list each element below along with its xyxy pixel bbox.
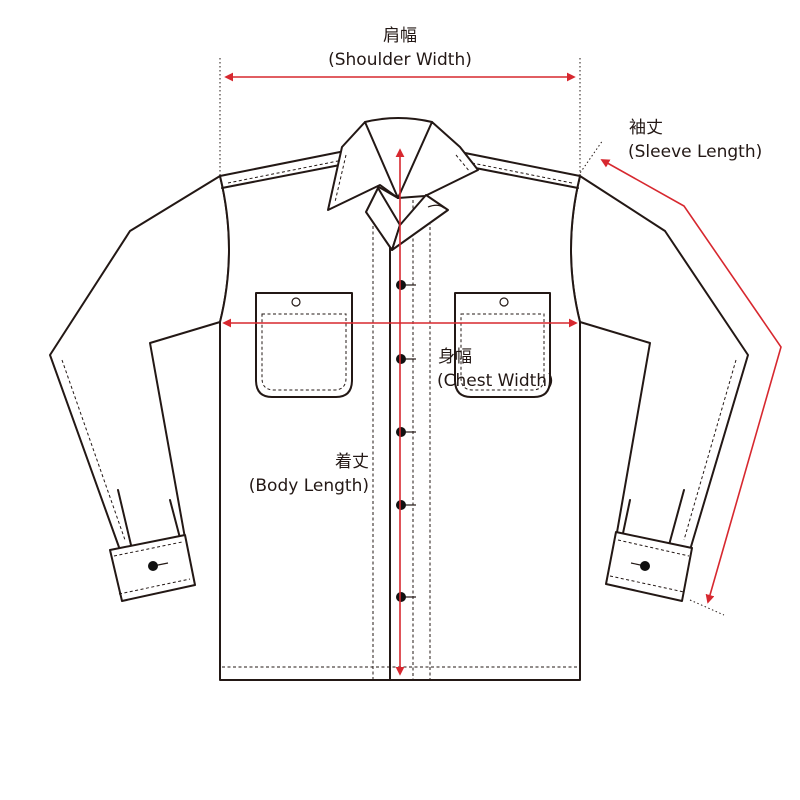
body-length-en: (Body Length) <box>249 476 369 496</box>
sleeve-length-jp: 袖丈 <box>629 118 663 138</box>
right-sleeve <box>566 175 749 551</box>
measurement-guides <box>219 58 725 616</box>
shirt-illustration <box>49 117 749 681</box>
left-chest-pocket <box>255 292 353 398</box>
sleeve-length-label: 袖丈 (Sleeve Length) <box>628 118 762 162</box>
shoulder-width-label: 肩幅 (Shoulder Width) <box>328 26 472 70</box>
front-button-icon <box>396 592 406 602</box>
left-cuff <box>109 534 196 602</box>
right-cuff-button-icon <box>640 561 650 571</box>
chest-width-en: (Chest Width) <box>437 371 554 391</box>
measurement-arrows <box>222 72 782 676</box>
shoulder-width-en: (Shoulder Width) <box>328 50 472 70</box>
body-length-jp: 着丈 <box>335 452 369 472</box>
measurement-labels: 肩幅 (Shoulder Width) 袖丈 (Sleeve Length) 身… <box>249 26 763 496</box>
body-length-label: 着丈 (Body Length) <box>249 452 369 496</box>
shoulder-width-jp: 肩幅 <box>383 26 417 46</box>
left-sleeve <box>49 175 234 551</box>
front-button-icon <box>396 280 406 290</box>
chest-width-jp: 身幅 <box>438 347 472 367</box>
front-button-icon <box>396 427 406 437</box>
front-button-icon <box>396 354 406 364</box>
right-pocket-buttonhole-icon <box>499 297 509 307</box>
chest-width-label: 身幅 (Chest Width) <box>437 347 554 391</box>
left-cuff-button-icon <box>148 561 158 571</box>
front-button-icon <box>396 500 406 510</box>
sleeve-length-en: (Sleeve Length) <box>628 142 762 162</box>
left-pocket-buttonhole-icon <box>291 297 301 307</box>
sleeve-length-arrow <box>600 159 782 604</box>
